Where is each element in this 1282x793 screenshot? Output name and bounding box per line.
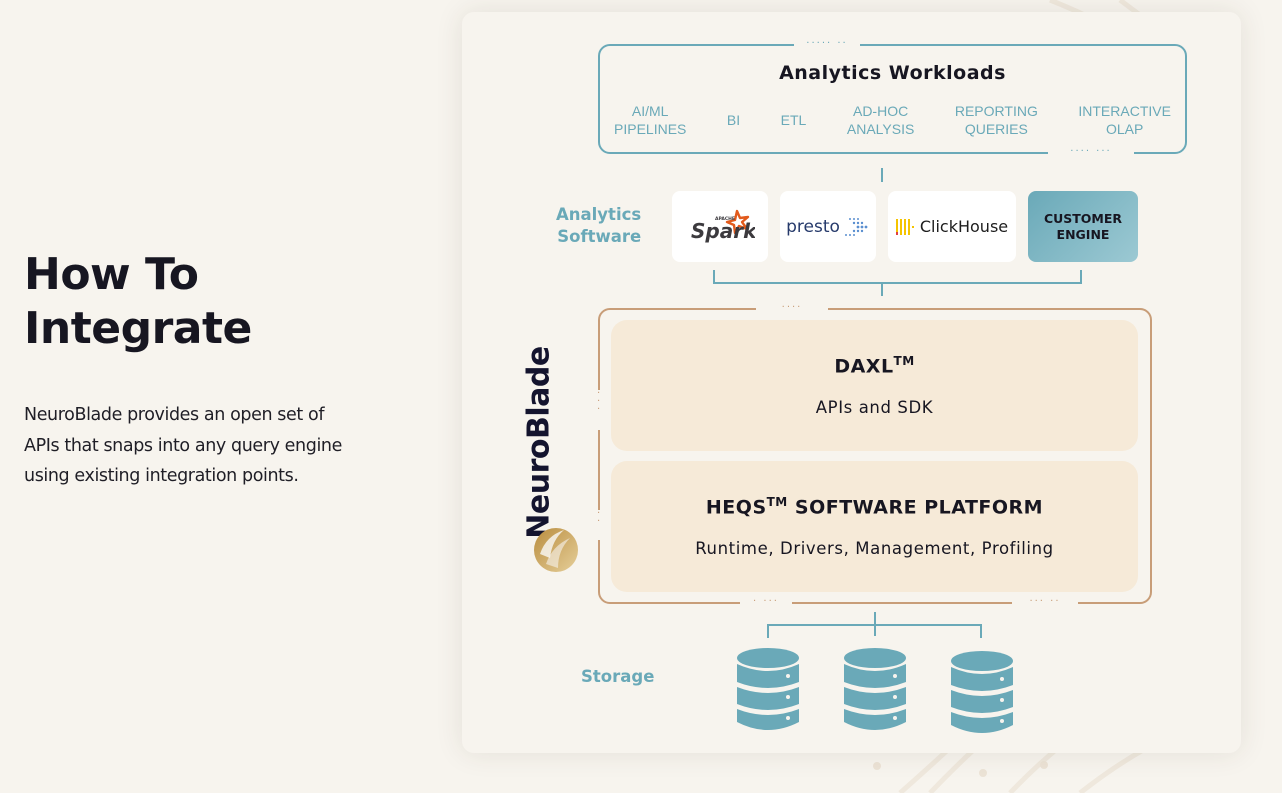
connector-line xyxy=(1080,270,1082,284)
intro-description: NeuroBlade provides an open set of APIs … xyxy=(24,405,342,486)
database-icon xyxy=(737,648,799,730)
connector-line xyxy=(881,282,883,296)
integration-diagram: ····· ·· ···· ··· Analytics Workloads AI… xyxy=(462,12,1241,753)
workload-item: BI xyxy=(726,112,741,128)
workloads-title: Analytics Workloads xyxy=(779,62,1006,84)
analytics-workloads-box: ····· ·· ···· ··· Analytics Workloads AI… xyxy=(598,39,1187,157)
border-gap-dots: ··· ·· xyxy=(1012,597,1078,607)
layer-subtitle: APIs and SDK xyxy=(815,398,934,417)
svg-text:APACHE: APACHE xyxy=(715,216,735,222)
border-gap-dots: ···· xyxy=(756,303,828,313)
layer-subtitle: Runtime, Drivers, Management, Profiling xyxy=(695,539,1054,558)
title-line-2: Integrate xyxy=(24,303,252,354)
layer-title: DAXLTM xyxy=(834,354,915,378)
database-icon xyxy=(844,648,906,730)
presto-dots-icon xyxy=(844,217,868,236)
svg-text:Spark: Spark xyxy=(691,219,755,243)
neuroblade-logo-text: NeuroBlade xyxy=(521,345,557,539)
border-gap-dots: ····· ·· xyxy=(794,39,860,49)
border-gap-dots: ·· xyxy=(597,509,601,540)
storage-label: Storage xyxy=(581,667,655,686)
database-icon xyxy=(951,651,1013,733)
presto-wordmark: presto xyxy=(786,216,840,237)
intro-section: How To Integrate NeuroBlade provides an … xyxy=(24,248,364,492)
connector-line xyxy=(881,168,883,182)
neuroblade-box: ···· · ··· ··· ·· ··· ·· xyxy=(597,303,1152,607)
neuroblade-logo-icon xyxy=(534,528,578,572)
clickhouse-wordmark: ClickHouse xyxy=(919,217,1009,236)
clickhouse-bars-icon xyxy=(895,218,914,235)
layer-title: HEQSTM SOFTWARE PLATFORM xyxy=(705,495,1044,519)
page-title: How To Integrate xyxy=(24,248,364,356)
connector-line xyxy=(713,270,715,284)
engine-presto: presto xyxy=(780,191,876,262)
border-gap-dots: ··· xyxy=(597,389,601,430)
engine-spark: APACHE Spark xyxy=(672,191,768,262)
title-line-1: How To xyxy=(24,249,199,300)
connector-line xyxy=(713,282,1082,284)
border-gap-dots: · ··· xyxy=(740,597,792,607)
border-gap-dots: ···· ··· xyxy=(1048,147,1134,157)
engine-clickhouse: ClickHouse xyxy=(888,191,1016,262)
connector-line xyxy=(980,624,982,638)
connector-line xyxy=(767,624,769,638)
connector-line xyxy=(767,624,982,626)
workload-item: ETL xyxy=(780,112,807,128)
spark-star-icon: APACHE Spark xyxy=(691,209,755,243)
layer-heqs: HEQSTM SOFTWARE PLATFORM Runtime, Driver… xyxy=(611,461,1138,592)
layer-daxl: DAXLTM APIs and SDK xyxy=(611,320,1138,451)
